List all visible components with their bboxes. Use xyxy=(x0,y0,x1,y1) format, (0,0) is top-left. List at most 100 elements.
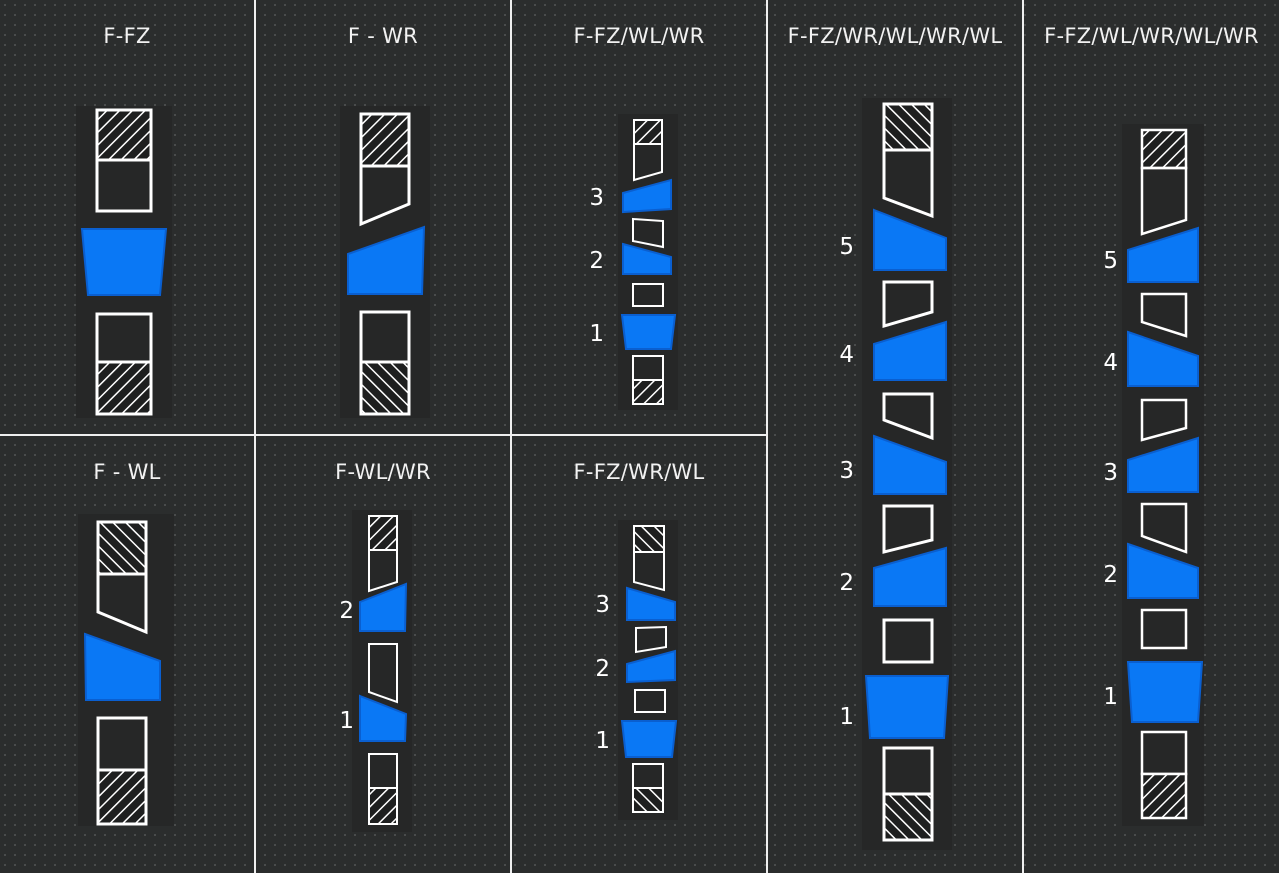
slab-pass-4 xyxy=(873,320,947,381)
divider-vertical xyxy=(254,0,256,873)
roll-segment xyxy=(1140,292,1188,338)
top-roll-chock xyxy=(1140,128,1188,170)
divider-horizontal xyxy=(0,434,768,436)
slab-pass-1 xyxy=(620,720,678,758)
top-roll-chock xyxy=(882,102,934,152)
slab-pass-4 xyxy=(1127,330,1199,387)
roll-segment xyxy=(1140,502,1188,554)
stand-number: 1 xyxy=(589,321,604,347)
pass-diagram xyxy=(76,106,172,418)
divider-vertical xyxy=(510,0,512,873)
pass-diagram: 5 4 3 2 1 xyxy=(839,98,952,850)
top-roll xyxy=(1140,166,1188,236)
roll-segment xyxy=(882,280,934,328)
bottom-roll-chock xyxy=(632,787,664,813)
panel-title: F - WR xyxy=(347,24,419,48)
slab-pass-1 xyxy=(620,314,677,350)
slab-pass-1 xyxy=(864,675,950,739)
panel-f-fz-wl-wr: F-FZ/WL/WR 3 2 1 xyxy=(512,0,766,434)
stand-number: 2 xyxy=(839,570,854,596)
slab-pass-3 xyxy=(626,586,676,621)
roll-segment xyxy=(1140,608,1188,650)
pass-diagram xyxy=(340,106,430,418)
slab-pass-2 xyxy=(1127,542,1199,599)
slab-pass-2 xyxy=(626,649,676,684)
panel-f-wr: F - WR xyxy=(256,0,510,434)
roll-segment xyxy=(1140,398,1188,442)
roll-segment xyxy=(882,504,934,554)
panel-title: F - WL xyxy=(93,460,161,484)
pass-diagram xyxy=(78,514,174,826)
top-roll xyxy=(96,572,148,635)
stand-number: 2 xyxy=(339,598,354,624)
stand-number: 2 xyxy=(589,248,604,274)
stand-number: 3 xyxy=(589,185,604,211)
panel-f-fz: F-FZ xyxy=(0,0,254,434)
stand-number: 1 xyxy=(839,704,854,730)
pass-diagram: 3 2 1 xyxy=(595,520,678,820)
slab-pass-3 xyxy=(873,434,947,495)
slab-pass-2 xyxy=(622,242,672,275)
stand-number: 1 xyxy=(1103,684,1118,710)
roll-segment xyxy=(368,643,398,704)
stand-number: 1 xyxy=(339,708,354,734)
panel-f-fz-wr-wl-wr-wl: F-FZ/WR/WL/WR/WL 5 4 3 2 1 xyxy=(768,0,1022,873)
slab-fz xyxy=(80,228,168,296)
roll-segment xyxy=(882,392,934,441)
bottom-roll-chock xyxy=(96,768,148,826)
pass-diagram: 2 1 xyxy=(339,510,412,832)
bottom-roll-chock xyxy=(95,360,153,416)
stand-number: 3 xyxy=(839,458,854,484)
top-roll-chock xyxy=(95,108,153,162)
stand-number: 2 xyxy=(595,656,610,682)
panel-title: F-WL/WR xyxy=(335,460,431,484)
roll-segment xyxy=(882,618,934,664)
divider-vertical xyxy=(766,0,768,873)
roll-segment xyxy=(632,283,664,307)
roll-segment xyxy=(635,625,667,654)
slab-pass-3 xyxy=(622,178,672,214)
slab-pass-1 xyxy=(359,694,408,742)
divider-vertical xyxy=(1022,0,1024,873)
panel-f-wl-wr: F-WL/WR 2 1 xyxy=(256,436,510,873)
top-roll xyxy=(368,549,398,593)
slab-pass-5 xyxy=(873,208,947,271)
panel-f-fz-wl-wr-wl-wr: F-FZ/WL/WR/WL/WR 5 4 3 2 1 xyxy=(1024,0,1279,873)
bottom-roll-chock xyxy=(359,360,411,416)
top-roll xyxy=(359,164,411,227)
panel-title: F-FZ/WR/WL xyxy=(573,460,705,484)
roll-segment xyxy=(634,689,666,713)
stand-number: 3 xyxy=(1103,460,1118,486)
top-roll xyxy=(95,158,153,213)
panel-f-wl: F - WL xyxy=(0,436,254,873)
bottom-roll-chock xyxy=(1140,772,1188,820)
top-roll-chock xyxy=(368,515,398,551)
slab-wr xyxy=(347,225,426,295)
pass-diagram: 3 2 1 xyxy=(589,114,678,410)
roll-segment xyxy=(632,217,664,249)
panel-title: F-FZ/WR/WL/WR/WL xyxy=(787,24,1003,48)
stand-number: 4 xyxy=(1103,350,1118,376)
panel-title: F-FZ xyxy=(103,24,151,48)
top-roll-chock xyxy=(96,520,148,576)
top-roll xyxy=(633,551,665,592)
panel-title: F-FZ/WL/WR/WL/WR xyxy=(1044,24,1259,48)
bottom-roll-chock xyxy=(368,787,398,825)
panel-f-fz-wr-wl: F-FZ/WR/WL 3 2 1 xyxy=(512,436,766,873)
top-roll-chock xyxy=(359,112,411,168)
slab-pass-1 xyxy=(1126,661,1204,723)
top-roll xyxy=(882,148,934,219)
top-roll-chock xyxy=(633,525,665,553)
slab-wl xyxy=(83,632,161,701)
stand-number: 1 xyxy=(595,728,610,754)
stand-number: 5 xyxy=(1103,248,1118,274)
stand-number: 2 xyxy=(1103,562,1118,588)
bottom-roll-chock xyxy=(882,792,934,842)
panel-title: F-FZ/WL/WR xyxy=(573,24,705,48)
slab-pass-3 xyxy=(1127,436,1199,493)
slab-pass-2 xyxy=(359,582,408,632)
stand-number: 3 xyxy=(595,592,610,618)
bottom-roll-chock xyxy=(632,379,664,405)
stand-background xyxy=(352,510,412,832)
stand-number: 4 xyxy=(839,342,854,368)
